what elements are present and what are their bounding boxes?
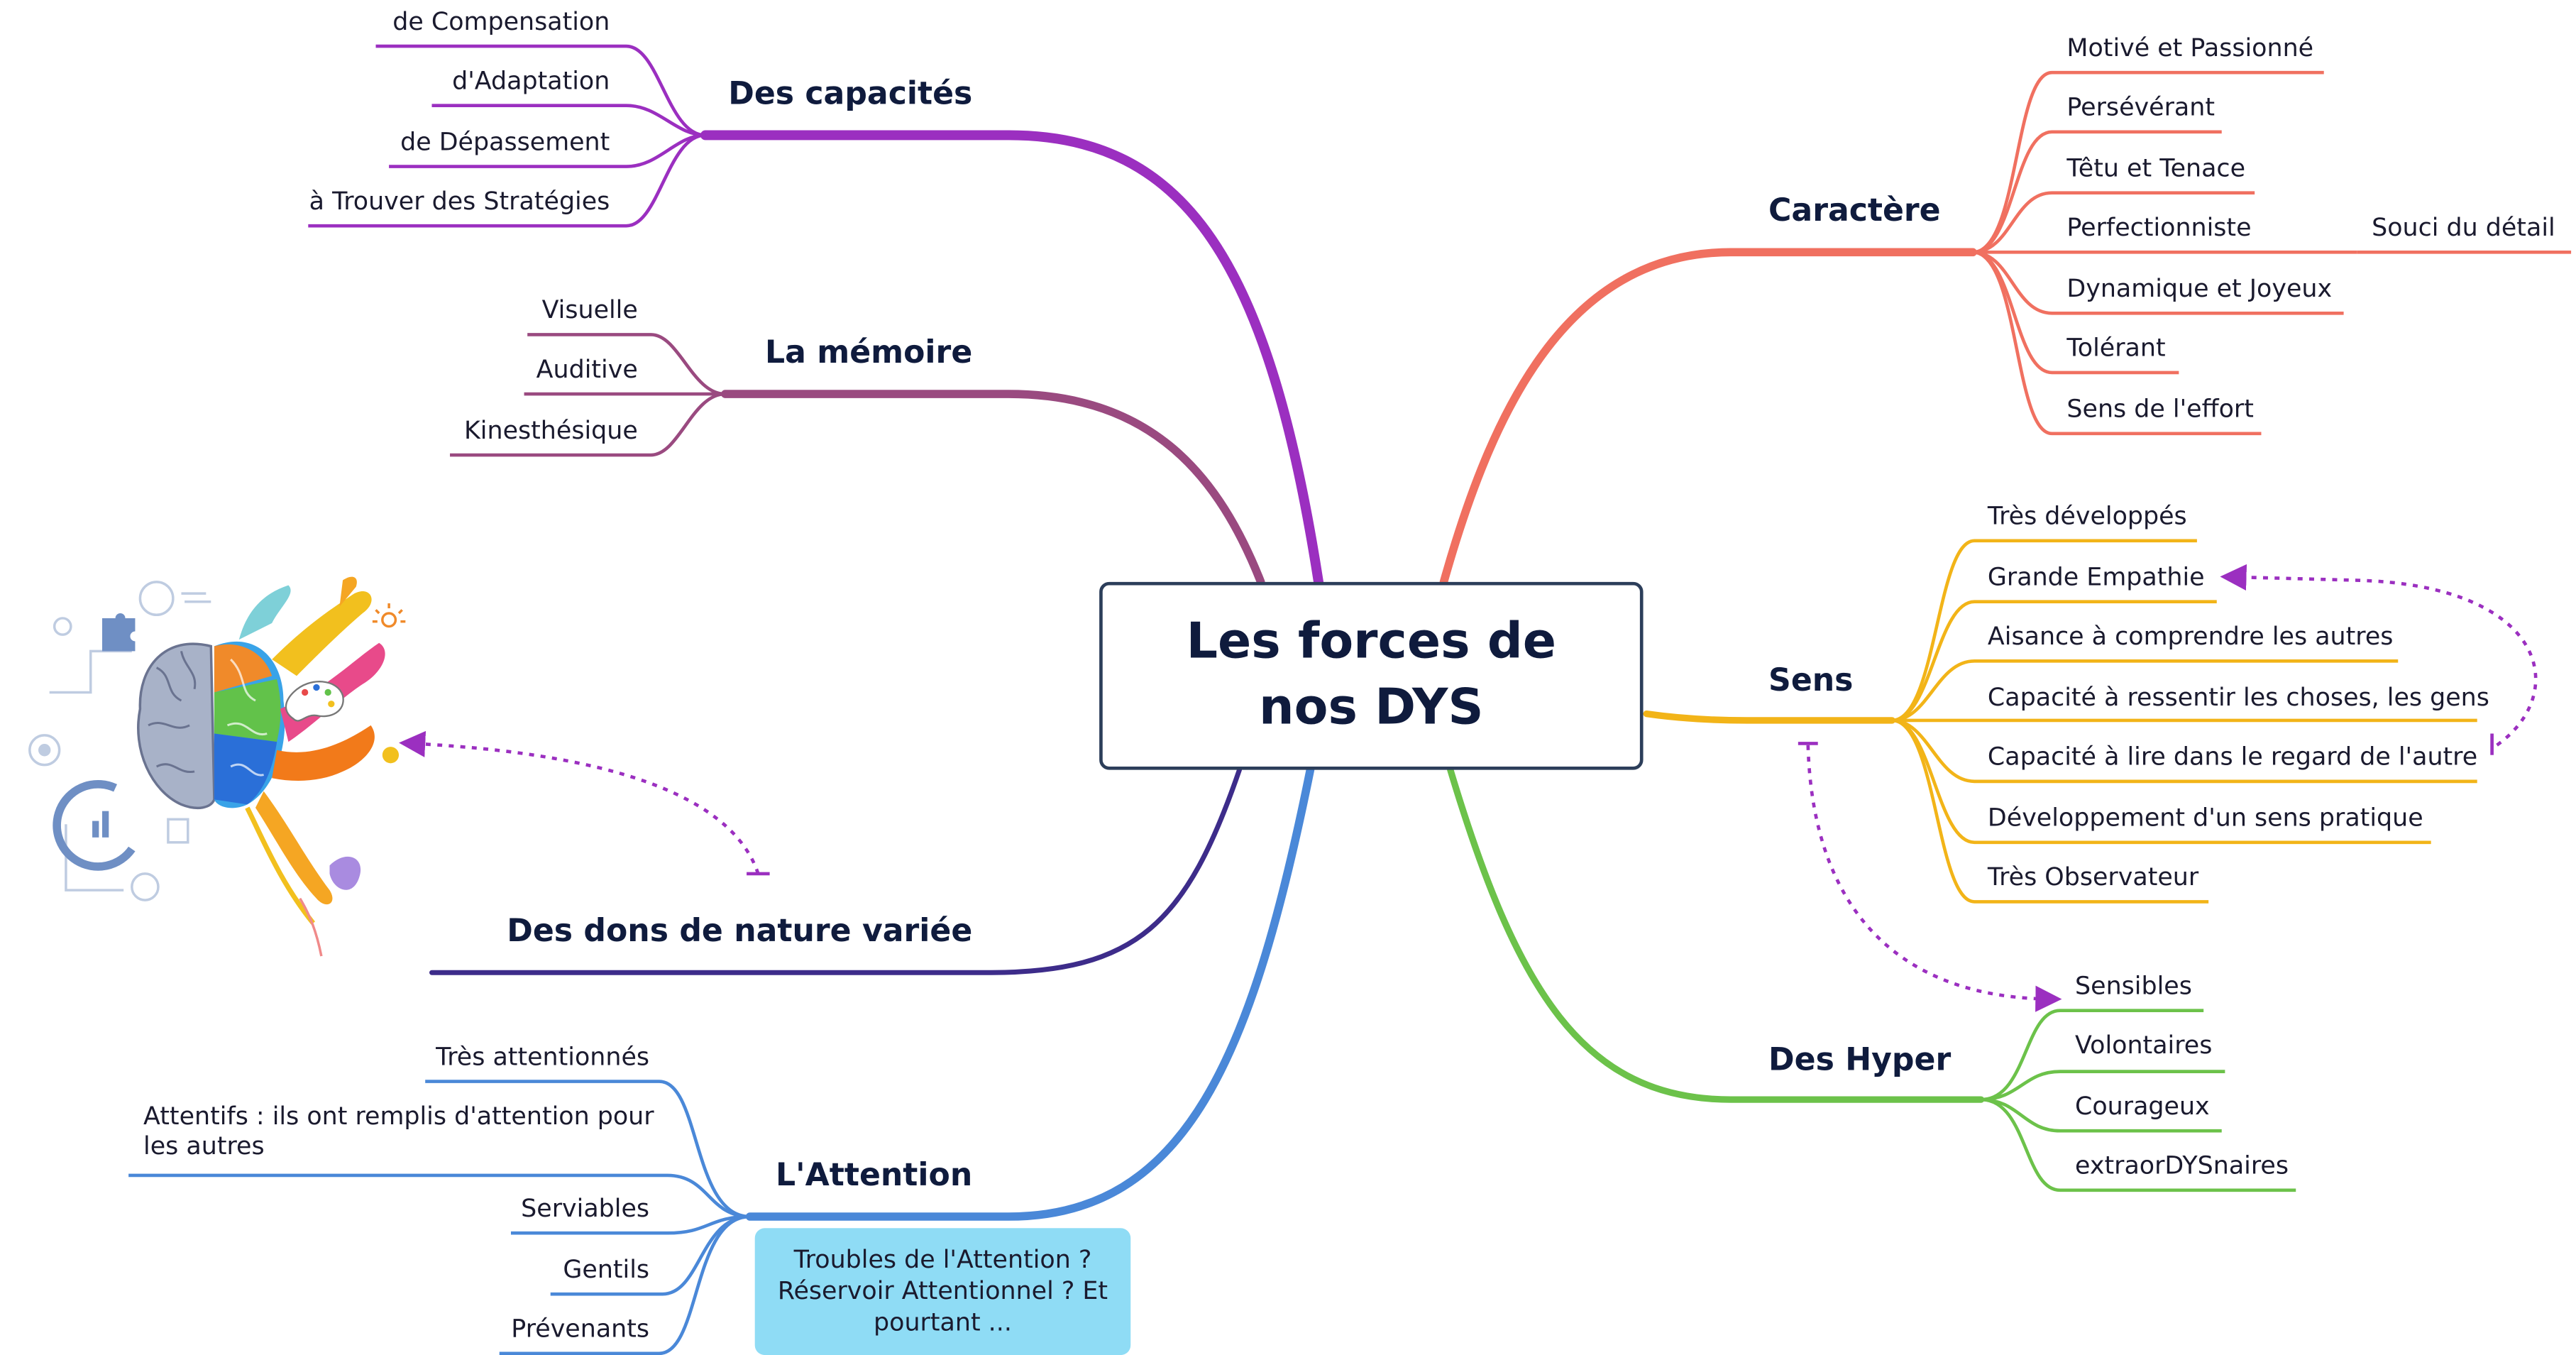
- hyper-item-4[interactable]: extraorDYSnaires: [2075, 1151, 2289, 1180]
- sens-item-4[interactable]: Capacité à ressentir les choses, les gen…: [1987, 682, 2489, 713]
- caractere-item-1[interactable]: Motivé et Passionné: [2066, 33, 2314, 63]
- hyper-item-2[interactable]: Volontaires: [2075, 1030, 2213, 1060]
- connector-memoire-1: [527, 333, 726, 396]
- hyper-item-1[interactable]: Sensibles: [2075, 970, 2192, 1001]
- connector-attention-5: [499, 1214, 750, 1355]
- branch-caractere-title[interactable]: Caractère: [1768, 192, 1941, 229]
- branch-dons-title[interactable]: Des dons de nature variée: [507, 913, 973, 950]
- gear-icon: [28, 734, 61, 767]
- attention-item-2[interactable]: Attentifs : ils ont remplis d'attention …: [143, 1101, 654, 1161]
- connector-capacites-4: [308, 133, 706, 228]
- hyper-item-3[interactable]: Courageux: [2075, 1091, 2210, 1121]
- branch-line-memoire: [721, 390, 1265, 586]
- attention-item-5[interactable]: Prévenants: [511, 1314, 650, 1344]
- connector-hyper-2: [1981, 1070, 2225, 1102]
- attention-item-4[interactable]: Gentils: [563, 1254, 650, 1285]
- branch-hyper-title[interactable]: Des Hyper: [1768, 1041, 1952, 1078]
- relation-arrow-empathie: [2220, 564, 2538, 747]
- caractere-item-6[interactable]: Tolérant: [2066, 333, 2166, 363]
- connector-caractere-7: [1972, 251, 2262, 436]
- branch-line-caractere: [1439, 248, 1977, 586]
- branch-capacites-title[interactable]: Des capacités: [728, 75, 973, 112]
- connector-attention-1: [425, 1080, 750, 1219]
- memoire-item-2[interactable]: Auditive: [536, 354, 638, 385]
- branch-line-dons: [429, 767, 1243, 975]
- capacites-item-4[interactable]: à Trouver des Stratégies: [309, 186, 610, 216]
- connector-memoire-3: [450, 392, 726, 457]
- brain-illustration: [28, 576, 406, 957]
- branch-line-capacites: [700, 130, 1323, 587]
- sens-item-2[interactable]: Grande Empathie: [1987, 561, 2205, 592]
- branch-line-attention: [745, 765, 1315, 1221]
- connector-hyper-4: [1981, 1097, 2296, 1192]
- attention-item-1[interactable]: Très attentionnés: [436, 1041, 650, 1072]
- branch-line-hyper: [1447, 766, 1985, 1103]
- sens-item-5[interactable]: Capacité à lire dans le regard de l'autr…: [1987, 742, 2478, 772]
- connector-sens-7: [1891, 718, 2209, 904]
- puzzle-icon: [101, 613, 136, 652]
- connector-capacites-2: [431, 104, 706, 137]
- branch-sens-title[interactable]: Sens: [1768, 662, 1854, 699]
- connector-sens-3: [1892, 659, 2399, 723]
- gear-icon: [53, 617, 72, 636]
- connector-capacites-1: [375, 44, 706, 137]
- connector-caractere-2: [1972, 130, 2222, 254]
- connector-caractere-3: [1972, 191, 2255, 254]
- branch-line-sens: [1643, 710, 1895, 724]
- lightbulb-icon: [381, 612, 397, 628]
- connector-attention-2: [128, 1173, 750, 1219]
- attention-note[interactable]: Troubles de l'Attention ? Réservoir Atte…: [754, 1228, 1131, 1355]
- central-topic-title: Les forces de nos DYS: [1186, 613, 1556, 737]
- relation-arrow-brain: [399, 730, 760, 874]
- branch-memoire-title[interactable]: La mémoire: [764, 334, 973, 371]
- attention-note-text: Troubles de l'Attention ? Réservoir Atte…: [777, 1244, 1108, 1337]
- attention-item-3[interactable]: Serviables: [521, 1193, 650, 1224]
- sens-item-7[interactable]: Très Observateur: [1987, 862, 2199, 892]
- memoire-item-1[interactable]: Visuelle: [541, 295, 638, 325]
- caractere-item-7[interactable]: Sens de l'effort: [2066, 394, 2254, 424]
- sens-item-1[interactable]: Très développés: [1987, 501, 2187, 531]
- caractere-item-5[interactable]: Dynamique et Joyeux: [2066, 273, 2333, 304]
- central-topic[interactable]: Les forces de nos DYS: [1099, 581, 1644, 770]
- connector-sens-2: [1891, 600, 2217, 723]
- sens-item-3[interactable]: Aisance à comprendre les autres: [1987, 621, 2394, 652]
- capacites-item-2[interactable]: d'Adaptation: [452, 65, 610, 96]
- sens-item-6[interactable]: Développement d'un sens pratique: [1987, 803, 2423, 833]
- caractere-sub-item[interactable]: Souci du détail: [2372, 212, 2555, 243]
- capacites-item-1[interactable]: de Compensation: [392, 6, 610, 37]
- caractere-item-3[interactable]: Têtu et Tenace: [2066, 153, 2246, 183]
- capacites-item-3[interactable]: de Dépassement: [400, 126, 610, 157]
- chart-icon: [53, 779, 136, 871]
- relation-arrow-sensibles: [1806, 745, 2062, 1012]
- caractere-item-2[interactable]: Persévérant: [2066, 92, 2216, 122]
- branch-attention-title[interactable]: L'Attention: [775, 1157, 973, 1194]
- caractere-item-4[interactable]: Perfectionniste: [2066, 212, 2252, 243]
- memoire-item-3[interactable]: Kinesthésique: [463, 415, 638, 446]
